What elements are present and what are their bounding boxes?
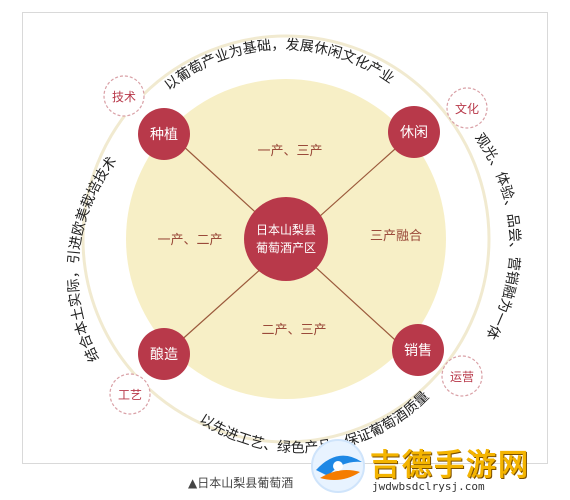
- diagram-frame: [22, 12, 548, 464]
- sector-left-label: 一产、二产: [157, 233, 222, 248]
- tag-tech-circle: [103, 75, 145, 117]
- tag-tech-label: 技术: [112, 90, 136, 104]
- sector-top-label: 一产、三产: [257, 144, 322, 159]
- center-node: [244, 197, 328, 281]
- watermark-logo-icon: [311, 439, 365, 493]
- tag-culture-circle: [446, 87, 488, 129]
- node-sales: [392, 324, 444, 376]
- tag-operation-circle: [441, 355, 483, 397]
- node-planting-label: 种植: [150, 127, 178, 143]
- watermark-url: jwdwbsdclrysj.com: [372, 480, 485, 493]
- diagram-svg: 日本山梨县 葡萄酒产区 种植 休闲 酿造 销售 技术 文化 工艺 运营 一产、三…: [66, 34, 522, 456]
- node-brewing: [138, 328, 190, 380]
- tag-craft-circle: [109, 373, 151, 415]
- sector-right-label: 三产融合: [370, 229, 422, 244]
- watermark-text: 吉德手游网: [370, 448, 530, 483]
- node-planting: [138, 108, 190, 160]
- sector-bottom-label: 二产、三产: [261, 323, 326, 338]
- tag-operation-label: 运营: [450, 370, 474, 384]
- node-leisure-label: 休闲: [400, 125, 428, 141]
- node-brewing-label: 酿造: [150, 347, 178, 363]
- tag-craft-label: 工艺: [118, 388, 142, 402]
- node-leisure: [388, 106, 440, 158]
- watermark: 吉德手游网 jwdwbsdclrysj.com: [298, 434, 570, 500]
- figure-caption: ▲日本山梨县葡萄酒: [188, 476, 294, 490]
- center-label-line2: 葡萄酒产区: [256, 241, 316, 255]
- node-sales-label: 销售: [404, 343, 432, 359]
- center-label-line1: 日本山梨县: [256, 223, 316, 237]
- tag-culture-label: 文化: [455, 101, 479, 116]
